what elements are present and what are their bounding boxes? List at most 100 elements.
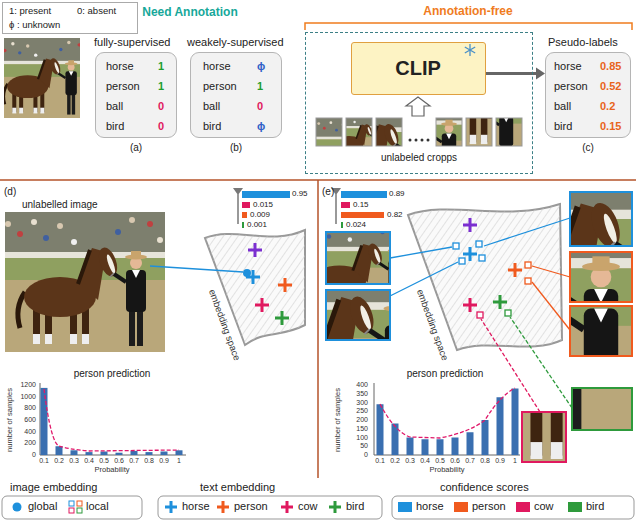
illustration-part [465, 47, 475, 53]
node-text: person [554, 80, 588, 93]
chart-title: person prediction [407, 368, 484, 380]
panel-letter: (c) [582, 142, 594, 154]
illustration-part [242, 191, 290, 198]
legend-text: person [472, 500, 506, 513]
color-swatch [568, 502, 582, 512]
illustration-part [101, 452, 108, 456]
tick-label: 400 [24, 428, 36, 436]
legend-text: global [28, 500, 57, 513]
axis-title: number of samples [334, 388, 343, 452]
legend-text: horse [416, 500, 444, 513]
node-text: bird [106, 120, 124, 133]
sample-shape [69, 501, 74, 506]
tick-label: 600 [24, 416, 36, 424]
illustration-part [481, 319, 540, 412]
illustration-part [176, 450, 183, 455]
arrow-head [536, 68, 545, 80]
node-text: ϕ [257, 120, 265, 133]
connector-arrow [486, 68, 545, 80]
node-text: 0: absent [77, 6, 116, 17]
illustration-part [41, 388, 48, 455]
illustration-part [452, 438, 459, 456]
illustration-part [570, 252, 632, 302]
illustration-part [407, 438, 414, 456]
connector-line [486, 72, 537, 75]
axis-title: number of samples [6, 388, 15, 452]
cross-sample [328, 500, 342, 518]
space-label: embedding space [206, 288, 242, 362]
illustration-part [453, 243, 459, 249]
tick-label: 0.2 [390, 457, 400, 465]
tick-label: 400 [356, 381, 368, 389]
sample-shape [329, 501, 341, 513]
sample-shape [68, 500, 84, 514]
illustration-part [469, 44, 470, 56]
node-text: bird [203, 120, 221, 133]
illustration-part [44, 389, 179, 451]
node-text: 0 [158, 100, 164, 113]
illustration-part [377, 389, 519, 456]
illustration-part [525, 262, 531, 284]
illustration-part [242, 202, 250, 208]
sample-shape [281, 501, 293, 513]
tick-label: 0.9 [495, 457, 505, 465]
illustration-part [505, 310, 511, 316]
tick-label: 0.6 [114, 457, 124, 465]
illustration-part [570, 192, 632, 246]
separator-lines [0, 23, 636, 478]
sample-shape [10, 500, 24, 514]
illustration-part [341, 191, 387, 198]
illustration-part [484, 218, 570, 246]
illustration-part [341, 212, 384, 218]
illustration-part [341, 202, 350, 208]
section-heading: Annotation-free [423, 5, 512, 19]
cross-sample [164, 500, 178, 518]
illustration-part [237, 194, 239, 224]
illustration-part [316, 118, 342, 146]
tick-label: 0.8 [480, 457, 490, 465]
tick-label: 0.1 [375, 457, 385, 465]
illustration-part [510, 317, 572, 408]
node-text: 0 [257, 100, 263, 113]
sample-shape [13, 503, 22, 512]
annotation-free-region: unlabeled croppsCLIP [305, 32, 533, 174]
legend-heading: text embedding [200, 481, 275, 494]
illustration-part [313, 184, 632, 447]
tick-label: 200 [24, 439, 36, 447]
node-text: person [203, 80, 237, 93]
illustration-part [351, 92, 474, 193]
illustration-part [71, 450, 78, 455]
sample-shape [216, 500, 230, 514]
color-swatch [398, 502, 412, 512]
node-text: weakely-supervised [187, 36, 284, 49]
illustration-part [415, 139, 418, 142]
illustration-part [390, 247, 452, 258]
illustration-part [572, 388, 632, 430]
node-text: fully-supervised [94, 36, 170, 49]
node-text: ball [106, 100, 123, 113]
chart-title: person prediction [74, 368, 151, 380]
tick-label: 0.4 [420, 457, 430, 465]
illustration-part [525, 262, 531, 268]
tick-label: 1 [177, 457, 181, 465]
sample-shape [280, 500, 294, 514]
space-label: embedding space [414, 288, 450, 362]
legend-text: local [86, 500, 109, 513]
panel-letter: (a) [130, 142, 142, 154]
tick-label: 0.8 [144, 457, 154, 465]
node-text: 0.15 [600, 120, 621, 133]
illustration-part [392, 424, 399, 456]
illustration-part [376, 118, 402, 146]
illustration-part [0, 212, 170, 352]
illustration-part [341, 222, 343, 228]
frozen-icon [465, 44, 475, 56]
panel-letter: (e) [322, 186, 334, 198]
illustration-part [150, 266, 243, 272]
node-text: bird [554, 120, 572, 133]
legend-text: bird [346, 500, 364, 513]
illustration-part [508, 263, 522, 277]
label-table: fully-supervisedhorse1person1ball0bird0 [95, 52, 177, 138]
illustration-part [570, 306, 632, 356]
tick-label: 350 [356, 390, 368, 398]
tick-label: 0.9 [159, 457, 169, 465]
